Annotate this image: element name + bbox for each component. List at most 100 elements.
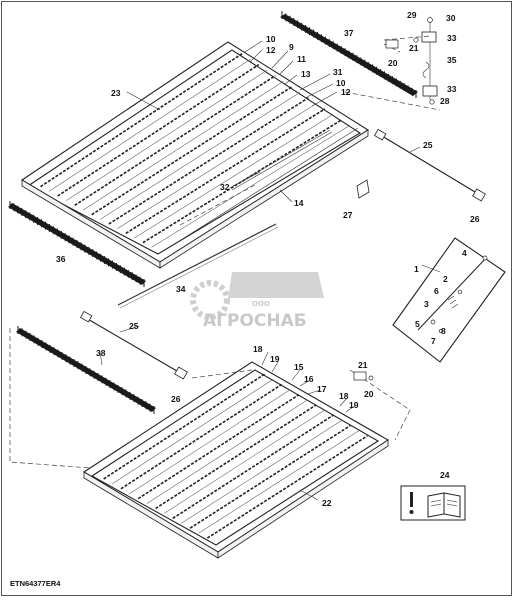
callout-14: 14 — [294, 198, 304, 208]
callout-10b: 10 — [336, 78, 346, 88]
lower-side-rail — [217, 439, 389, 559]
inset-spring-3 — [447, 295, 459, 309]
dash-upper-b — [179, 184, 256, 226]
callout-29: 29 — [407, 10, 417, 20]
callout-33a: 33 — [447, 33, 457, 43]
lower-slat — [103, 373, 266, 480]
nut-28 — [429, 99, 435, 105]
callout-9: 9 — [289, 42, 294, 52]
callout-18a: 18 — [253, 344, 263, 354]
callout-27: 27 — [343, 210, 353, 220]
lower-sieve-assembly — [82, 361, 390, 559]
callout-2: 2 — [443, 274, 448, 284]
cable-25-lower-end-b — [174, 366, 188, 380]
callout-21a: 21 — [409, 43, 419, 53]
nut-21a — [413, 37, 419, 43]
spring-35 — [422, 61, 430, 79]
chain-37-teeth — [281, 11, 417, 98]
chain-part-37 — [280, 11, 418, 98]
upper-sieve-assembly — [20, 41, 370, 269]
adjuster-inset-part-1 — [392, 237, 506, 363]
callout-25b: 25 — [129, 321, 139, 331]
chain-part-38 — [16, 326, 156, 414]
callout-20a: 20 — [388, 58, 398, 68]
chain-38-teeth — [17, 326, 155, 414]
callout-4: 4 — [462, 248, 467, 258]
dash-lower-left — [9, 328, 91, 469]
cable-25-upper-end-b — [472, 188, 486, 202]
rod-part-32-edge — [231, 131, 333, 191]
dash-lower-right — [349, 369, 411, 441]
cable-part-25-upper — [373, 128, 486, 202]
agrosnab-logo-icon — [190, 280, 230, 320]
lower-slat — [137, 394, 300, 500]
inset-end-4 — [482, 255, 488, 261]
upper-slat — [57, 63, 260, 197]
lower-slat — [163, 409, 325, 514]
callout-19b: 19 — [349, 400, 359, 410]
callout-6: 6 — [434, 286, 439, 296]
upper-slat — [134, 114, 334, 239]
upper-slat — [108, 97, 309, 225]
callout-10a: 10 — [266, 34, 276, 44]
nut-21b — [368, 375, 374, 381]
cable-part-25-lower — [79, 310, 188, 380]
callout-26a: 26 — [470, 214, 480, 224]
upper-slat — [125, 108, 326, 235]
chain-36-teeth — [9, 201, 145, 287]
lower-slat — [120, 383, 283, 490]
upper-slat — [117, 103, 317, 229]
callout-22: 22 — [322, 498, 332, 508]
rod-part-34-edge — [119, 226, 279, 309]
callout-17: 17 — [317, 384, 327, 394]
bracket-33a — [421, 31, 437, 43]
callout-20b: 20 — [364, 389, 374, 399]
lower-slat — [172, 414, 334, 520]
watermark-tractor-shape — [228, 272, 324, 298]
callout-7: 7 — [431, 336, 436, 346]
callout-26b: 26 — [171, 394, 181, 404]
inset-nut-6 — [457, 289, 463, 295]
callout-leaders — [99, 40, 441, 501]
upper-slat — [48, 58, 251, 192]
lower-slat — [112, 379, 274, 485]
lower-slat — [155, 404, 317, 510]
callout-3: 3 — [424, 299, 429, 309]
warning-exclamation-icon — [409, 492, 414, 514]
cable-25-lower-line — [85, 317, 183, 375]
bracket-33b — [422, 85, 438, 97]
rod-part-34 — [117, 223, 277, 306]
lower-slat — [181, 420, 342, 524]
callout-16: 16 — [304, 374, 314, 384]
callout-33b: 33 — [447, 84, 457, 94]
rod-part-32 — [229, 129, 331, 189]
lower-slat — [189, 424, 351, 529]
lower-slat — [129, 389, 291, 494]
callout-8: 8 — [441, 326, 446, 336]
callout-15: 15 — [294, 362, 304, 372]
lower-slat — [198, 430, 360, 534]
lower-sieve-slats — [103, 373, 368, 539]
watermark-brand-text: АГРОСНАБ — [203, 311, 307, 331]
upper-slat — [91, 86, 293, 216]
upper-sieve-slats — [40, 52, 350, 248]
inset-pin-8 — [439, 329, 443, 333]
watermark-small-text: ООО — [252, 300, 270, 308]
dash-upper-a — [344, 91, 441, 111]
callout-34: 34 — [176, 284, 186, 294]
callout-labels: 29 30 37 10 12 9 11 13 31 10 12 21 33 20… — [56, 10, 480, 508]
inset-1-rod — [417, 257, 487, 331]
upper-frame-inner — [26, 49, 362, 255]
cable-25-upper-end-a — [373, 128, 387, 141]
upper-slat — [74, 74, 276, 207]
lower-slat — [146, 399, 308, 504]
cable-25-lower-end-a — [79, 310, 93, 323]
washer-20b — [353, 371, 367, 381]
cable-25-upper-line — [381, 135, 481, 196]
bolt-30 — [427, 17, 433, 23]
lower-frame-inner — [90, 369, 380, 546]
upper-slat — [65, 69, 268, 201]
